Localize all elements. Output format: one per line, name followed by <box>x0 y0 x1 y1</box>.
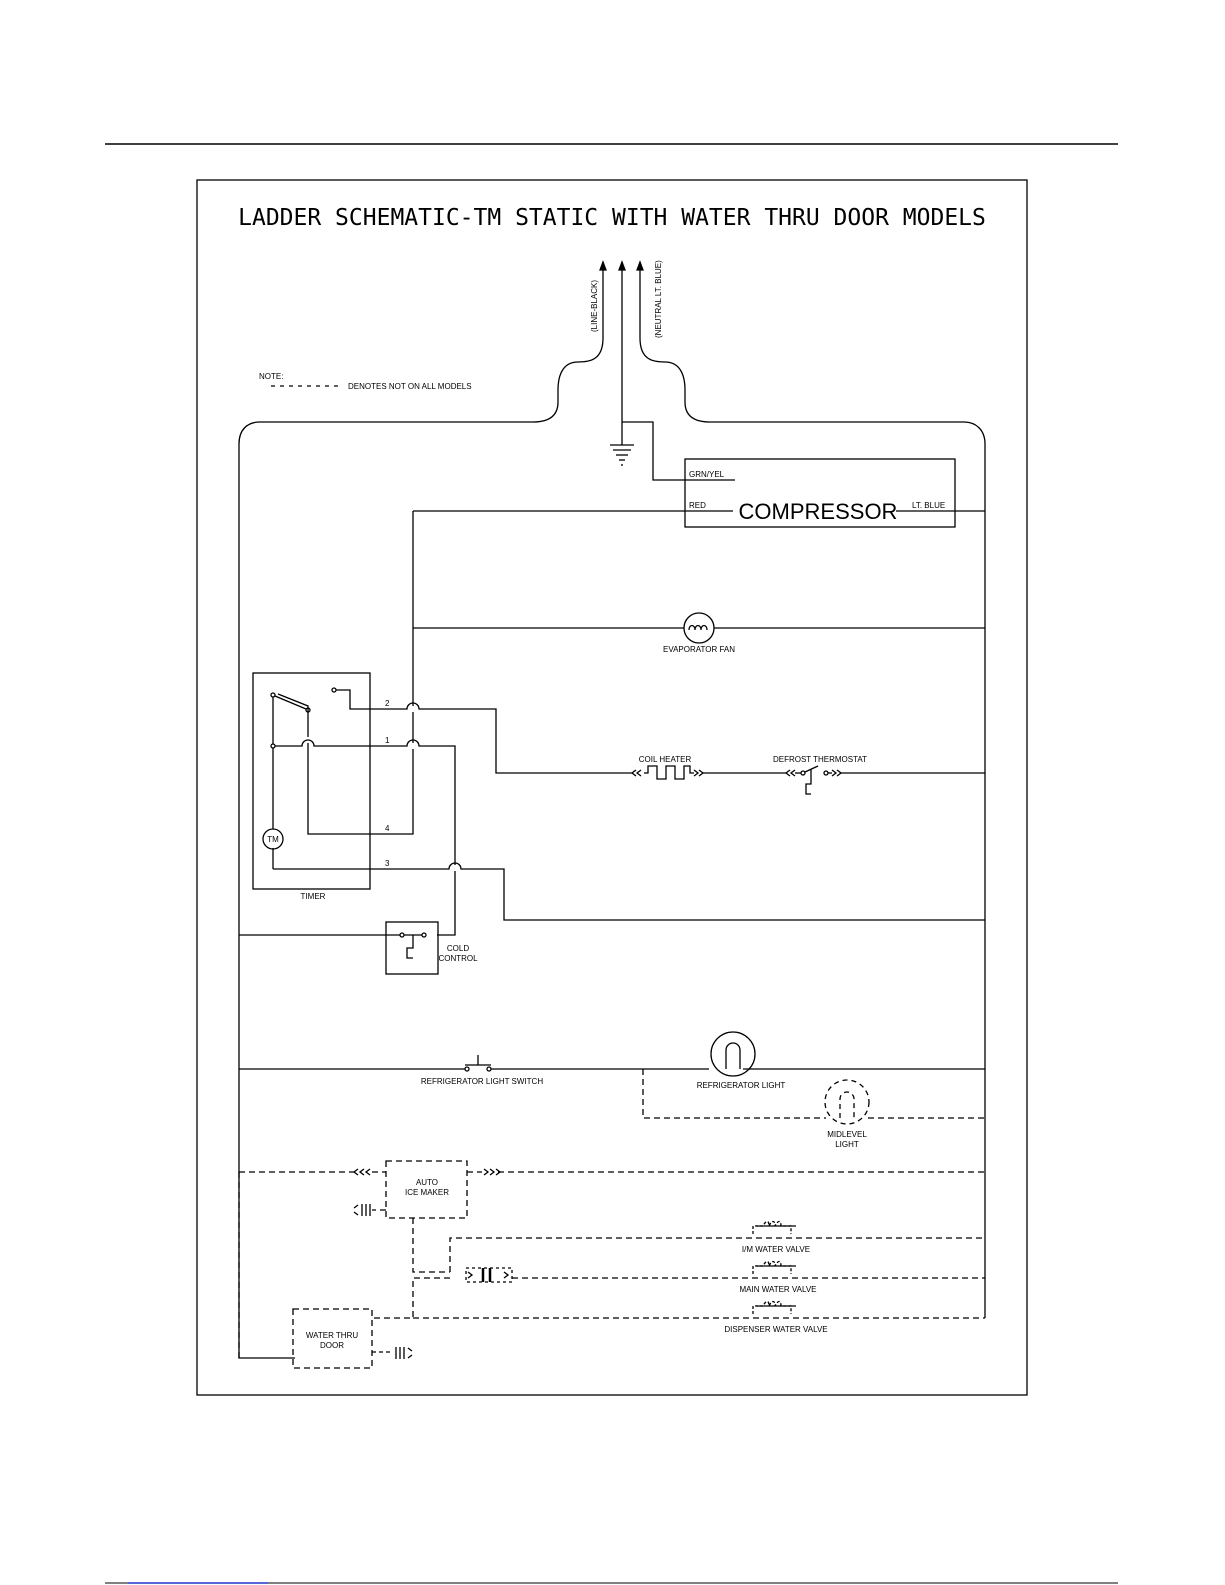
timer-label: TIMER <box>301 892 326 901</box>
midlevel-light-icon <box>824 1079 870 1125</box>
timer-contacts <box>270 687 337 869</box>
timer-motor-label: TM <box>267 835 279 844</box>
water-thru-door-connector <box>372 1347 413 1359</box>
ice-maker-box <box>385 1160 468 1219</box>
terminal-4-label: 4 <box>385 824 390 833</box>
dispenser-water-valve-icon <box>752 1300 796 1314</box>
terminal-3-wire <box>273 862 985 921</box>
refrigerator-light-label: REFRIGERATOR LIGHT <box>697 1081 786 1090</box>
ice-maker-connectors <box>352 1168 502 1216</box>
compressor-box <box>684 458 956 528</box>
supply-wires <box>238 260 986 1359</box>
timer-box <box>252 672 371 890</box>
midlevel-light-label-1: MIDLEVEL <box>827 1130 867 1139</box>
midlevel-light-wire <box>642 1069 985 1119</box>
line-bus <box>277 511 414 835</box>
diagram-frame <box>196 179 1028 1396</box>
note-heading: NOTE: <box>259 372 283 381</box>
water-thru-door-label-2: DOOR <box>320 1341 344 1350</box>
diagram-title: LADDER SCHEMATIC-TM STATIC WITH WATER TH… <box>238 205 986 231</box>
evaporator-fan-label: EVAPORATOR FAN <box>663 645 735 654</box>
refrigerator-light-icon <box>710 1031 756 1077</box>
defrost-thermostat-label: DEFROST THERMOSTAT <box>773 755 867 764</box>
main-water-valve-label: MAIN WATER VALVE <box>739 1285 816 1294</box>
terminal-1-label: 1 <box>385 736 390 745</box>
timer-motor-icon <box>262 828 284 850</box>
ice-maker-label-2: ICE MAKER <box>405 1188 449 1197</box>
terminal-3-label: 3 <box>385 859 390 868</box>
compressor-label: COMPRESSOR <box>739 499 898 524</box>
main-water-valve-icon <box>752 1260 796 1274</box>
compressor-lt-blue-label: LT. BLUE <box>912 501 945 510</box>
evaporator-fan-icon <box>683 612 715 644</box>
terminal-2-label: 2 <box>385 699 390 708</box>
compressor-ground-label: GRN/YEL <box>689 470 725 479</box>
line-black-label: (LINE-BLACK) <box>590 280 599 332</box>
ice-maker-label-1: AUTO <box>416 1178 438 1187</box>
ice-maker-wiring <box>238 1171 985 1358</box>
dispenser-water-valve-label: DISPENSER WATER VALVE <box>724 1325 827 1334</box>
midlevel-light-label-2: LIGHT <box>835 1140 859 1149</box>
light-switch-label: REFRIGERATOR LIGHT SWITCH <box>421 1077 543 1086</box>
cold-control-box <box>385 921 439 975</box>
defrost-thermostat-icon <box>784 765 843 795</box>
water-thru-door-label-1: WATER THRU <box>306 1331 359 1340</box>
neutral-lt-blue-label: (NEUTRAL LT. BLUE) <box>654 260 663 338</box>
light-switch-icon <box>464 1055 492 1072</box>
cold-control-label-1: COLD <box>447 944 469 953</box>
coil-heater-icon <box>630 765 705 780</box>
cold-control-contacts <box>399 932 427 959</box>
coil-heater-label: COIL HEATER <box>639 755 692 764</box>
terminal-2-wire <box>336 689 632 774</box>
im-water-valve-label: I/M WATER VALVE <box>742 1245 810 1254</box>
valve-connector-icon <box>465 1267 513 1283</box>
terminal-1-wire <box>275 739 456 936</box>
im-water-valve-icon <box>752 1220 796 1234</box>
compressor-red-label: RED <box>689 501 706 510</box>
ground-icon <box>610 444 634 466</box>
note-legend: DENOTES NOT ON ALL MODELS <box>348 382 472 391</box>
cold-control-label-2: CONTROL <box>438 954 478 963</box>
